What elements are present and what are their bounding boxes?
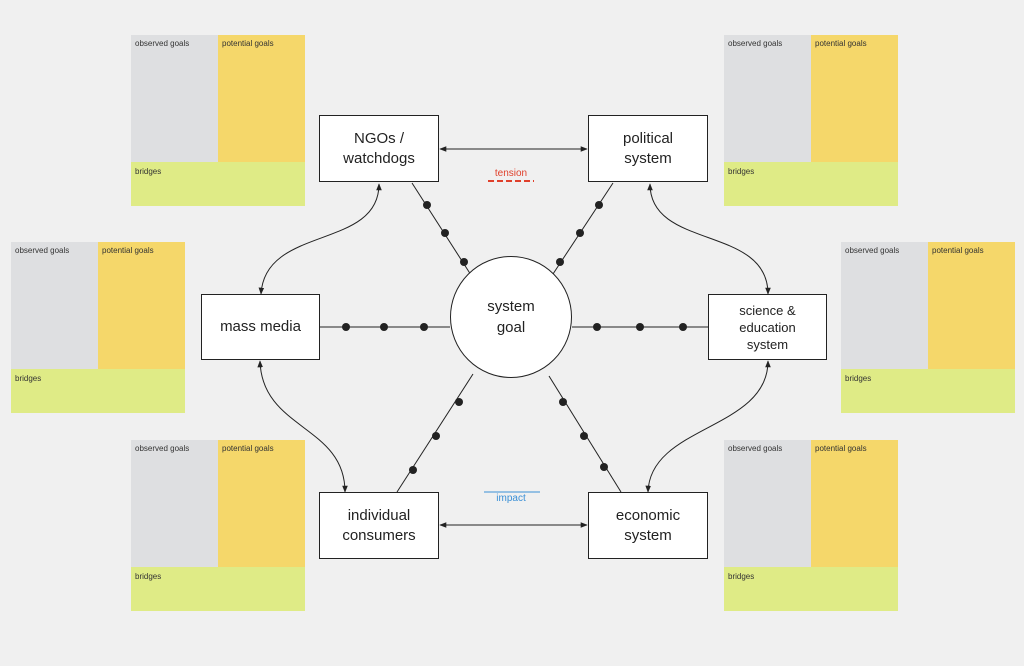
potential-goals-label: potential goals [102, 246, 154, 255]
goal-card-mid-right: observed goals potential goals bridges [841, 242, 1015, 413]
observed-goals-label: observed goals [135, 39, 190, 48]
bridges-label: bridges [845, 374, 872, 383]
observed-goals-area[interactable]: observed goals [131, 440, 218, 567]
observed-goals-label: observed goals [728, 39, 783, 48]
node-ngos-label: NGOs / watchdogs [343, 129, 415, 167]
node-mass-media[interactable]: mass media [201, 294, 320, 360]
observed-goals-area[interactable]: observed goals [841, 242, 928, 369]
observed-goals-label: observed goals [135, 444, 190, 453]
potential-goals-area[interactable]: potential goals [218, 35, 305, 162]
observed-goals-label: observed goals [15, 246, 70, 255]
spoke-dot [423, 201, 431, 209]
spoke-dot [432, 432, 440, 440]
potential-goals-area[interactable]: potential goals [98, 242, 185, 369]
potential-goals-label: potential goals [222, 444, 274, 453]
arrow-political-science [647, 183, 771, 295]
observed-goals-label: observed goals [728, 444, 783, 453]
spoke-dot [580, 432, 588, 440]
bridges-area[interactable]: bridges [724, 162, 898, 206]
observed-goals-area[interactable]: observed goals [131, 35, 218, 162]
spoke-dot [380, 323, 388, 331]
node-mass-media-label: mass media [220, 318, 301, 335]
tension-label: tension [494, 168, 528, 179]
node-individual-consumers-label: individual consumers [342, 506, 416, 544]
node-economic-system[interactable]: economic system [588, 492, 708, 559]
bridges-label: bridges [15, 374, 42, 383]
spoke-dot [455, 398, 463, 406]
potential-goals-area[interactable]: potential goals [218, 440, 305, 567]
spoke-dot [636, 323, 644, 331]
spoke-dot [342, 323, 350, 331]
goal-card-mid-left: observed goals potential goals bridges [11, 242, 185, 413]
bridges-label: bridges [135, 167, 162, 176]
bridges-label: bridges [728, 572, 755, 581]
observed-goals-area[interactable]: observed goals [11, 242, 98, 369]
potential-goals-label: potential goals [815, 444, 867, 453]
node-economic-system-label: economic system [615, 506, 681, 544]
arrow-ngos-mass-media [258, 183, 382, 295]
bridges-area[interactable]: bridges [724, 567, 898, 611]
spoke-dot [441, 229, 449, 237]
spoke-dot [595, 201, 603, 209]
node-political-system-label: political system [622, 129, 674, 167]
bridges-area[interactable]: bridges [131, 162, 305, 206]
bridges-area[interactable]: bridges [841, 369, 1015, 413]
node-science-education[interactable]: science & education system [708, 294, 827, 360]
spoke-dot [679, 323, 687, 331]
potential-goals-area[interactable]: potential goals [811, 440, 898, 567]
spoke-dot [460, 258, 468, 266]
potential-goals-label: potential goals [815, 39, 867, 48]
spoke-dot [420, 323, 428, 331]
node-science-education-label: science & education system [739, 302, 796, 352]
observed-goals-label: observed goals [845, 246, 900, 255]
goal-card-bottom-right: observed goals potential goals bridges [724, 440, 898, 611]
potential-goals-label: potential goals [932, 246, 984, 255]
spoke-dot [576, 229, 584, 237]
spoke-dot [593, 323, 601, 331]
node-individual-consumers[interactable]: individual consumers [319, 492, 439, 559]
bridges-label: bridges [728, 167, 755, 176]
hub-label: system goal [487, 298, 535, 336]
spoke-dot [600, 463, 608, 471]
bridges-area[interactable]: bridges [131, 567, 305, 611]
potential-goals-area[interactable]: potential goals [811, 35, 898, 162]
bridges-label: bridges [135, 572, 162, 581]
node-ngos[interactable]: NGOs / watchdogs [319, 115, 439, 182]
potential-goals-label: potential goals [222, 39, 274, 48]
hub-system-goal[interactable]: system goal [450, 256, 572, 378]
arrow-mass-media-consumers [257, 360, 348, 493]
goal-card-bottom-left: observed goals potential goals bridges [131, 440, 305, 611]
spoke-dot [409, 466, 417, 474]
observed-goals-area[interactable]: observed goals [724, 35, 811, 162]
bridges-area[interactable]: bridges [11, 369, 185, 413]
arrow-science-economic [645, 360, 771, 493]
spoke-dot [559, 398, 567, 406]
impact-label: impact [496, 493, 526, 504]
spoke-dot [556, 258, 564, 266]
goal-card-top-left: observed goals potential goals bridges [131, 35, 305, 206]
node-political-system[interactable]: political system [588, 115, 708, 182]
potential-goals-area[interactable]: potential goals [928, 242, 1015, 369]
goal-card-top-right: observed goals potential goals bridges [724, 35, 898, 206]
observed-goals-area[interactable]: observed goals [724, 440, 811, 567]
